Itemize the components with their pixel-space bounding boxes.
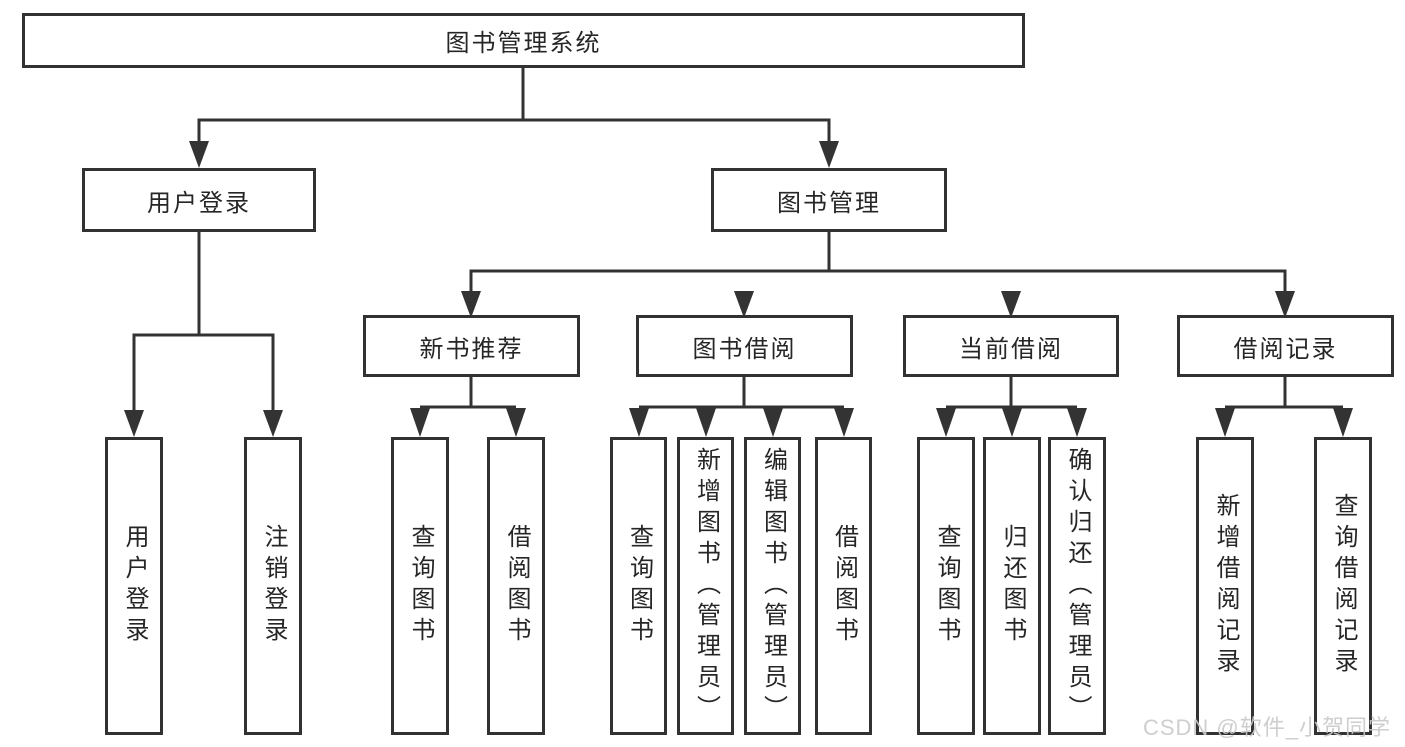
- connector-book-borrow-children: [629, 377, 854, 437]
- node-borrow-books-recommend: 借阅图书: [487, 437, 545, 735]
- node-search-books-current: 查询图书: [917, 437, 975, 735]
- node-add-borrow-record: 新增借阅记录: [1196, 437, 1254, 735]
- node-book-borrowing: 图书借阅: [636, 315, 853, 377]
- connector-current-borrow-children: [936, 377, 1087, 437]
- node-search-books-borrow: 查询图书: [610, 437, 667, 735]
- node-return-books: 归还图书: [983, 437, 1041, 735]
- node-new-book-recommendation: 新书推荐: [363, 315, 580, 377]
- node-current-borrowing: 当前借阅: [903, 315, 1119, 377]
- node-library-management-system: 图书管理系统: [22, 13, 1025, 68]
- node-borrow-books-leaf: 借阅图书: [815, 437, 872, 735]
- node-confirm-return-admin: 确认归还（管理员）: [1048, 437, 1106, 735]
- connector-user-login-children: [124, 232, 283, 437]
- node-search-books-recommend: 查询图书: [391, 437, 449, 735]
- connector-borrow-records-children: [1215, 377, 1353, 437]
- node-search-borrow-record: 查询借阅记录: [1314, 437, 1372, 735]
- node-logout-leaf: 注销登录: [244, 437, 302, 735]
- node-edit-book-admin: 编辑图书（管理员）: [744, 437, 801, 735]
- connector-book-management-children: [461, 232, 1295, 318]
- connector-root-to-level2: [189, 68, 839, 168]
- connector-new-book-children: [410, 377, 526, 437]
- node-user-login-leaf: 用户登录: [105, 437, 163, 735]
- node-book-management: 图书管理: [711, 168, 947, 232]
- node-borrow-records: 借阅记录: [1177, 315, 1394, 377]
- node-user-login: 用户登录: [82, 168, 316, 232]
- node-add-book-admin: 新增图书（管理员）: [677, 437, 734, 735]
